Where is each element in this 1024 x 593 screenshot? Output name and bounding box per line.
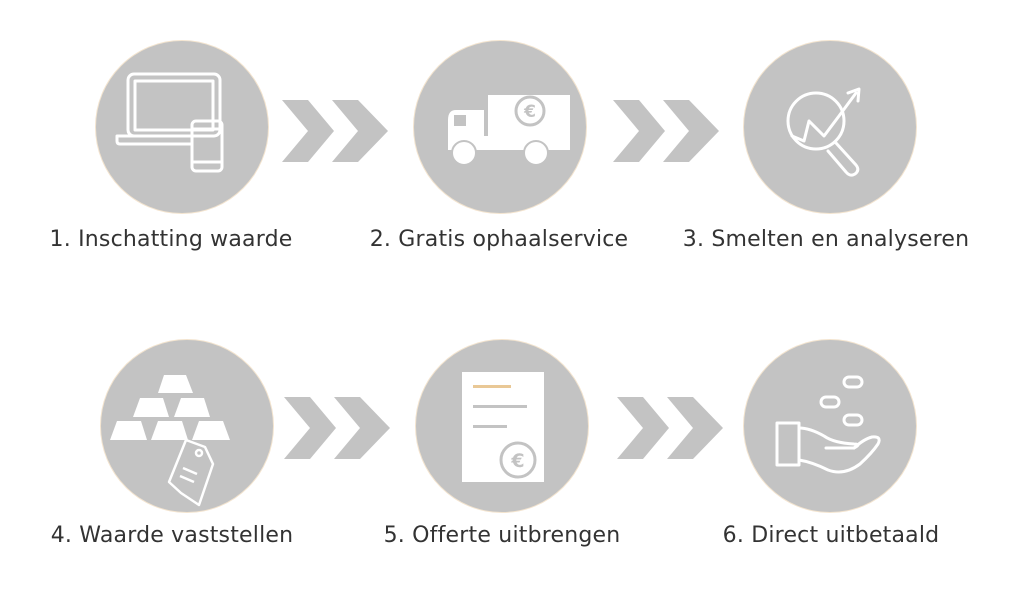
step-3-label: 3. Smelten en analyseren [682,227,970,252]
double-chevron-right-icon [282,100,388,162]
laptop-phone-icon [115,72,224,173]
document-euro-icon: € [462,372,544,482]
double-chevron-right-icon [617,397,723,459]
step-4-circle [101,340,273,512]
svg-text:€: € [510,450,524,472]
step-1-circle [96,41,268,213]
step-5-circle: € [416,340,588,512]
step-3-circle [744,41,916,213]
svg-text:€: € [523,102,536,122]
gold-bars-price-tag-icon [110,375,230,507]
double-chevron-right-icon [284,397,390,459]
double-chevron-right-icon [613,100,719,162]
step-6-label: 6. Direct uitbetaald [722,523,940,548]
step-2-label: 2. Gratis ophaalservice [369,227,629,252]
delivery-truck-euro-icon: € [448,95,570,166]
magnifier-trend-chart-icon [786,87,861,177]
step-6-circle [744,340,916,512]
step-4-label: 4. Waarde vaststellen [50,523,294,548]
step-1-label: 1. Inschatting waarde [49,227,293,252]
step-2-circle: € [414,41,586,213]
hand-coins-icon [775,375,881,474]
step-5-label: 5. Offerte uitbrengen [383,523,621,548]
